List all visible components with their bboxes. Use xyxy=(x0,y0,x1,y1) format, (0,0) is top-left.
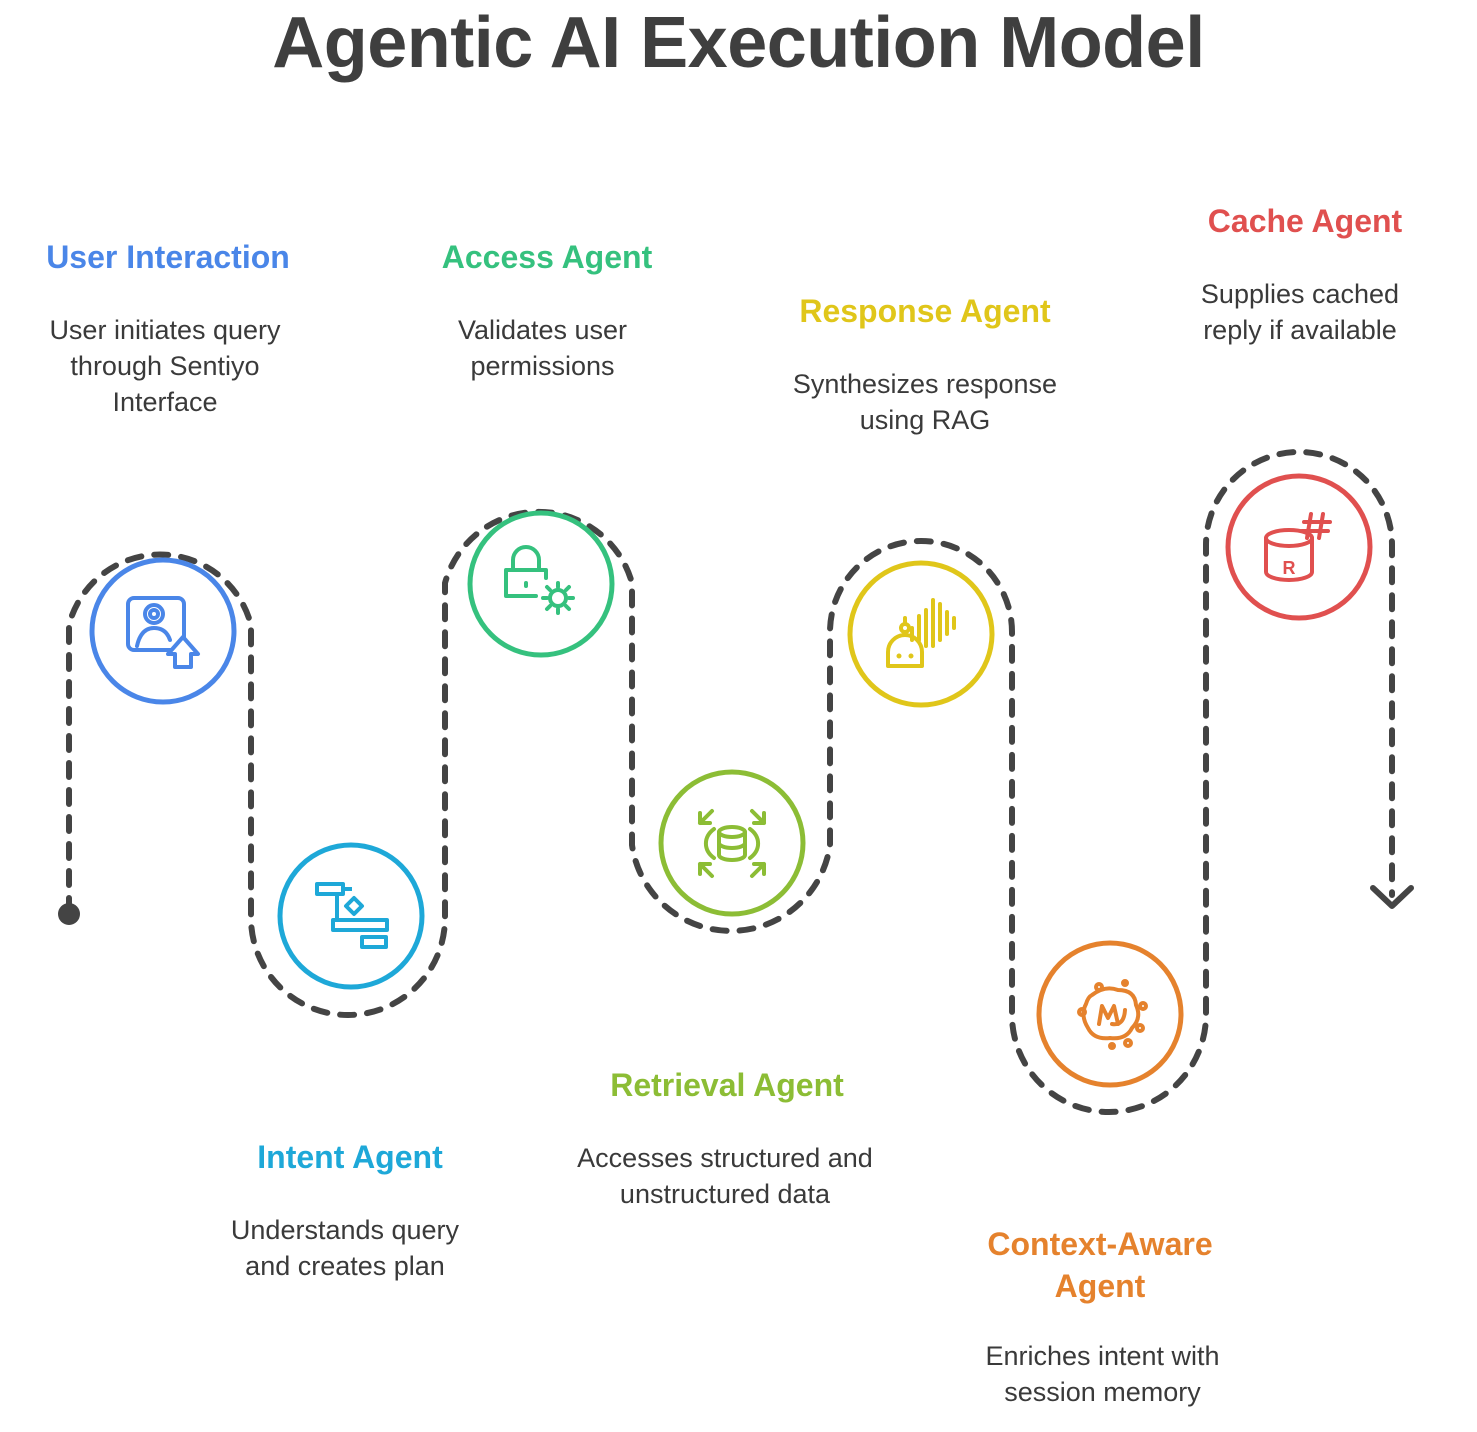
end-arrow-icon xyxy=(1370,885,1414,909)
lock-gear-icon xyxy=(504,545,575,615)
database-expand-icon xyxy=(698,809,766,878)
page-title: Agentic AI Execution Model xyxy=(272,3,1205,83)
step-desc-cache-agent: Supplies cached reply if available xyxy=(1200,279,1400,345)
step-desc-access-agent: Validates user permissions xyxy=(457,315,628,381)
step-title-cache-agent: Cache Agent xyxy=(1207,203,1403,239)
user-upload-icon xyxy=(126,596,200,669)
step-desc-response-agent: Synthesizes response using RAG xyxy=(792,369,1058,435)
start-dot xyxy=(58,903,80,925)
step-title-access-agent: Access Agent xyxy=(441,239,653,275)
step-node-response-agent xyxy=(847,560,995,708)
gantt-plan-icon xyxy=(315,882,389,949)
step-node-context-aware-agent xyxy=(1036,940,1184,1088)
step-node-cache-agent: R xyxy=(1225,473,1373,621)
cache-r-label: R xyxy=(1283,558,1296,578)
redis-cache-icon: R xyxy=(1264,512,1332,582)
step-desc-retrieval-agent: Accesses structured and unstructured dat… xyxy=(577,1143,873,1209)
step-desc-user-interaction: User initiates query through Sentiyo Int… xyxy=(49,315,281,417)
connector-path xyxy=(66,449,1395,1115)
step-title-intent-agent: Intent Agent xyxy=(257,1139,443,1175)
step-desc-context-aware-agent: Enriches intent with session memory xyxy=(985,1341,1220,1407)
step-title-response-agent: Response Agent xyxy=(799,293,1051,329)
step-node-retrieval-agent xyxy=(658,769,806,917)
step-title-user-interaction: User Interaction xyxy=(46,239,290,275)
step-title-retrieval-agent: Retrieval Agent xyxy=(610,1067,844,1103)
step-node-intent-agent xyxy=(277,842,425,990)
memory-brain-icon xyxy=(1077,979,1148,1050)
step-title-context-aware-agent: Context-Aware Agent xyxy=(987,1226,1213,1304)
step-node-access-agent xyxy=(467,510,615,658)
step-node-user-interaction xyxy=(89,557,237,705)
step-desc-intent-agent: Understands query and creates plan xyxy=(230,1215,460,1281)
robot-voice-icon xyxy=(886,598,956,668)
